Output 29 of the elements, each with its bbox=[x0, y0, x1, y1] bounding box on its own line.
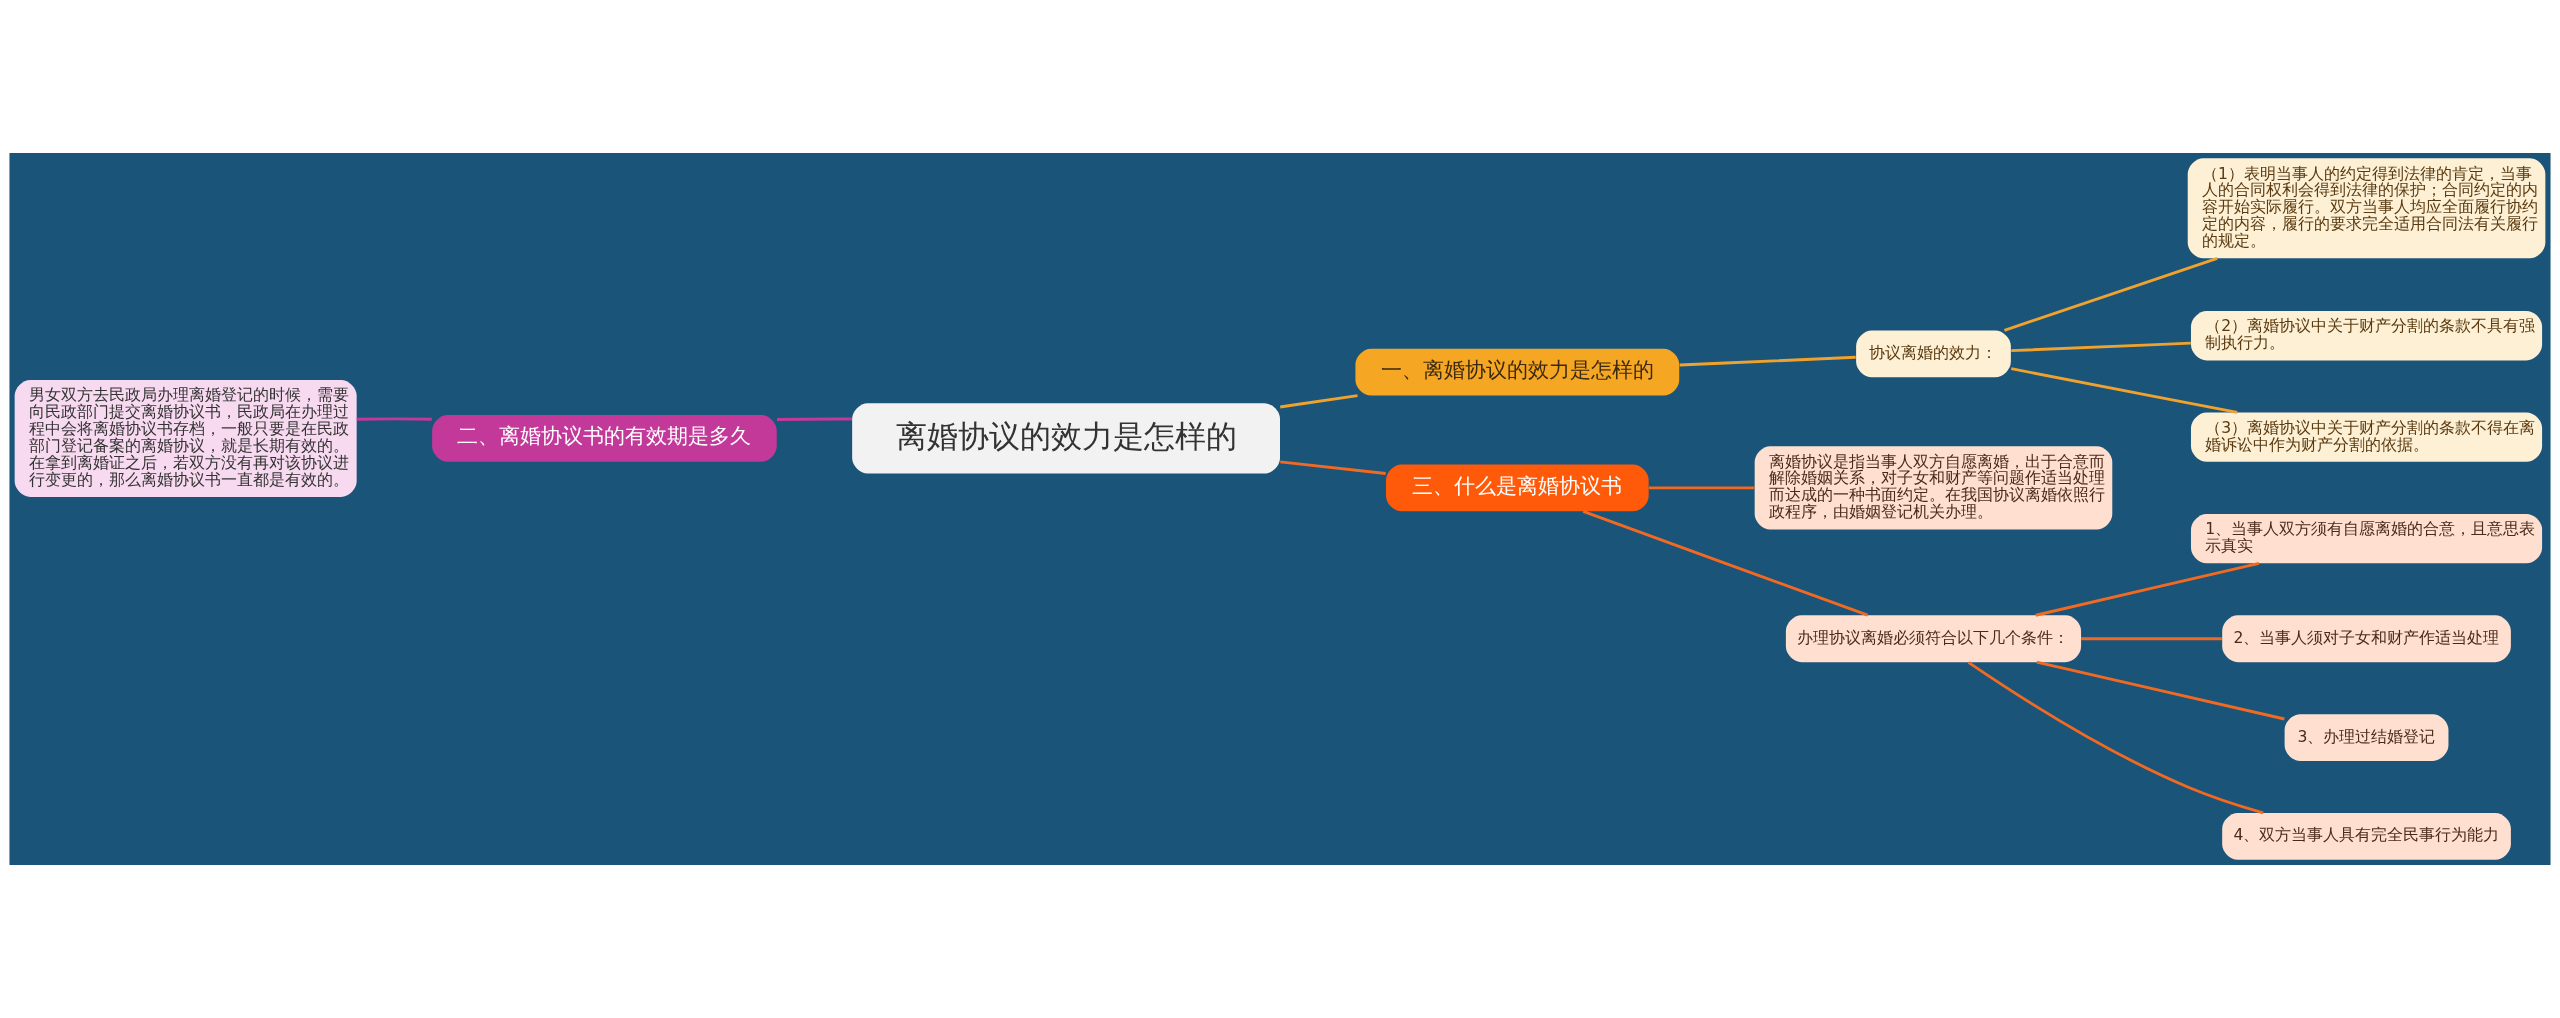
node-box: 三、什么是离婚协议书 bbox=[1386, 464, 1649, 512]
connector bbox=[1679, 355, 1856, 367]
node-box: 2、当事人须对子女和财产作适当处理 bbox=[2222, 615, 2511, 663]
connector bbox=[2010, 367, 2238, 414]
connector bbox=[2036, 660, 2285, 721]
node-box: 4、双方当事人具有完全民事行为能力 bbox=[2222, 813, 2511, 860]
connector bbox=[1280, 394, 1358, 409]
connector bbox=[2003, 257, 2218, 332]
connector bbox=[776, 417, 852, 421]
connector bbox=[2081, 637, 2222, 641]
node-box: 3、办理过结婚登记 bbox=[2284, 714, 2449, 761]
node-box: 办理协议离婚必须符合以下几个条件： bbox=[1785, 615, 2082, 663]
node-box: （3）离婚协议中关于财产分割的条款不得在离婚诉讼中作为财产分割的依据。 bbox=[2190, 412, 2543, 462]
node-box: （1）表明当事人的约定得到法律的肯定，当事人的合同权利会得到法律的保护；合同约定的内容开始实际履行。双方当事人均应全面履行协约定的内容，履行的要求完全适用合同法有关履行的规定。 bbox=[2187, 158, 2546, 259]
connector bbox=[2035, 561, 2260, 617]
connector bbox=[2011, 341, 2191, 353]
node-box: 协议离婚的效力： bbox=[1856, 330, 2011, 378]
connector bbox=[1582, 510, 1869, 617]
node-box: 二、离婚协议书的有效期是多久 bbox=[432, 415, 777, 462]
connector bbox=[1648, 486, 1755, 490]
node-box: 离婚协议是指当事人双方自愿离婚，出于合意而解除婚姻关系，对子女和财产等问题作适当处理而达成的一种书面约定。在我国协议离婚依照行政程序，由婚姻登记机关办理。 bbox=[1754, 446, 2113, 530]
connector bbox=[356, 417, 432, 421]
node-box: 男女双方去民政局办理离婚登记的时候，需要向民政部门提交离婚协议书，民政局在办理过程中会将离婚协议书存档，一般只要是在民政部门登记备案的离婚协议，就是长期有效的。在拿到离婚证之后，若双方没有再对该协议进行变更的，那么离婚协议书一直都是有效的。 bbox=[14, 379, 357, 497]
node-box: 一、离婚协议的效力是怎样的 bbox=[1355, 348, 1680, 396]
node-box: （2）离婚协议中关于财产分割的条款不具有强制执行力。 bbox=[2190, 311, 2543, 361]
connector bbox=[1967, 661, 2264, 815]
node-box: 1、当事人双方须有自愿离婚的合意，且意思表示真实 bbox=[2190, 513, 2543, 564]
node-box: 离婚协议的效力是怎样的 bbox=[852, 403, 1280, 474]
connector bbox=[1280, 460, 1386, 475]
